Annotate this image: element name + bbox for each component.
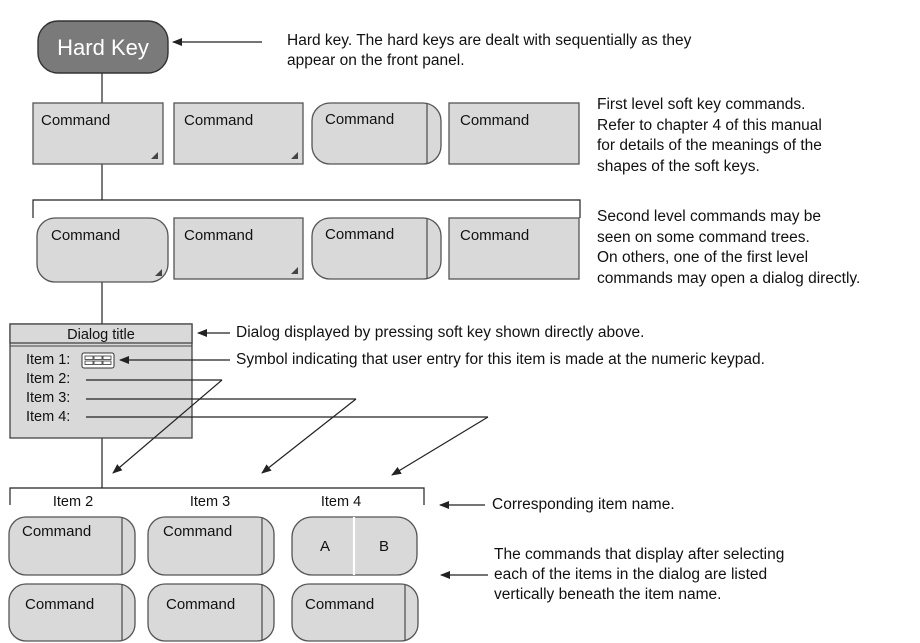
arrow-item-4 xyxy=(391,416,489,476)
numeric-keypad-icon xyxy=(81,352,115,369)
second-level-key-3-label: Command xyxy=(325,226,394,243)
hard-key-label: Hard Key xyxy=(57,35,149,60)
bottom-key-a-label: A xyxy=(320,538,330,555)
second-level-bracket xyxy=(32,199,581,218)
first-level-key-2: Command xyxy=(173,102,304,165)
item-name-4: Item 4 xyxy=(321,494,361,510)
bottom-key-2-3: Command xyxy=(291,583,419,642)
second-level-key-4: Command xyxy=(448,217,580,280)
first-level-key-3: Command xyxy=(311,102,442,165)
second-level-key-4-label: Command xyxy=(460,227,529,244)
bottom-key-b-label: B xyxy=(379,538,389,555)
first-level-key-3-label: Command xyxy=(325,111,394,128)
first-level-key-2-label: Command xyxy=(184,112,253,129)
bottom-key-2-2: Command xyxy=(147,583,275,642)
dialog-item-1: Item 1: xyxy=(26,352,70,368)
dialog-box: Dialog title Item 1: Item 2: Item 3: Ite… xyxy=(9,323,193,439)
bottom-key-1-2-label: Command xyxy=(163,523,232,540)
item-names-bracket xyxy=(9,487,425,505)
bottom-key-2-1-label: Command xyxy=(25,596,94,613)
first-level-key-1: Command xyxy=(32,102,164,165)
dialog-title: Dialog title xyxy=(67,327,135,343)
bottom-key-1-2: Command xyxy=(147,516,275,576)
second-level-key-2: Command xyxy=(173,217,304,280)
bottom-key-2-2-label: Command xyxy=(166,596,235,613)
item-name-2: Item 2 xyxy=(53,494,93,510)
second-level-key-2-label: Command xyxy=(184,227,253,244)
dialog-item-3: Item 3: xyxy=(26,390,70,406)
bottom-key-1-1-label: Command xyxy=(22,523,91,540)
keypad-symbol-note: Symbol indicating that user entry for th… xyxy=(236,351,765,368)
first-level-key-4: Command xyxy=(448,102,580,165)
hard-key: Hard Key xyxy=(37,20,169,74)
second-level-key-3: Command xyxy=(311,217,442,280)
bottom-key-2-1: Command xyxy=(8,583,136,642)
first-level-key-4-label: Command xyxy=(460,112,529,129)
first-level-note: First level soft key commands. Refer to … xyxy=(597,96,822,175)
dialog-title-note: Dialog displayed by pressing soft key sh… xyxy=(236,324,645,341)
bottom-commands-note: The commands that display after selectin… xyxy=(494,546,785,603)
arrow-item-3 xyxy=(261,398,357,474)
hard-key-note: Hard key. The hard keys are dealt with s… xyxy=(287,32,692,69)
bottom-key-2-3-label: Command xyxy=(305,596,374,613)
bottom-key-1-1: Command xyxy=(8,516,136,576)
dialog-item-2: Item 2: xyxy=(26,371,70,387)
second-level-key-1: Command xyxy=(36,217,169,283)
bottom-key-1-3: A B xyxy=(291,516,418,576)
item-name-note: Corresponding item name. xyxy=(492,496,675,513)
arrow-item-2 xyxy=(112,379,223,474)
first-level-key-1-label: Command xyxy=(41,112,110,129)
second-level-note: Second level commands may be seen on som… xyxy=(597,208,861,287)
second-level-key-1-label: Command xyxy=(51,227,120,244)
item-name-3: Item 3 xyxy=(190,494,230,510)
dialog-item-4: Item 4: xyxy=(26,409,70,425)
